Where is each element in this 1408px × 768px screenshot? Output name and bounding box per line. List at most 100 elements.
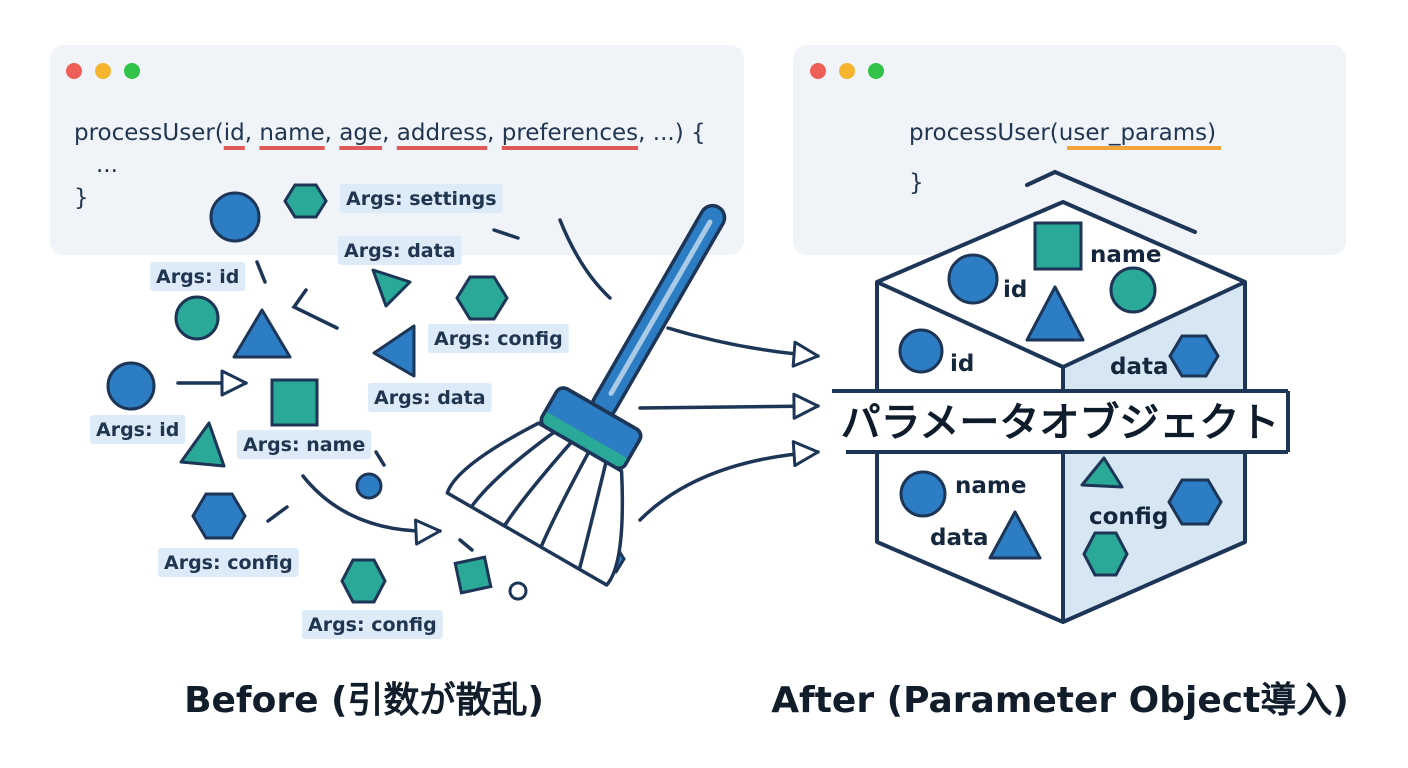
param-underline	[259, 146, 325, 150]
banner-title: パラメータオブジェクト	[841, 400, 1280, 446]
argument-tag: Args: settings	[340, 184, 503, 213]
banner-ribbon	[832, 391, 1288, 452]
before-param-id: id	[224, 120, 245, 146]
after-code-window: processUser(user_params) }	[793, 45, 1346, 255]
close-dot-icon	[810, 63, 826, 79]
before-code-window: processUser(id, name, age, address, pref…	[50, 45, 744, 255]
param-separator: ,	[382, 120, 397, 146]
blue-circle-icon	[899, 470, 947, 518]
before-code-body: ...	[96, 152, 118, 178]
motion-lines	[255, 218, 612, 552]
teal-circle-icon	[1109, 266, 1157, 314]
argument-tag: Args: id	[90, 415, 186, 444]
teal-triangle-icon	[1080, 456, 1124, 489]
argument-tag-label: Args: data	[374, 387, 486, 409]
cube-label-name: name	[955, 473, 1026, 499]
teal-square-icon	[453, 555, 493, 595]
argument-tag-label: Args: id	[156, 266, 239, 288]
after-fn-name: processUser(	[909, 120, 1059, 146]
parameter-object-cube: name id id data name data config パラメータオブ…	[832, 170, 1290, 624]
argument-tag: Args: id	[150, 262, 246, 291]
blue-circle-icon	[355, 472, 383, 500]
after-param-underline	[1067, 146, 1221, 150]
before-param-preferences: preferences	[502, 120, 638, 146]
teal-triangle-icon	[179, 421, 226, 468]
blue-hexagon-icon	[1167, 478, 1223, 526]
teal-hexagon-icon	[455, 275, 509, 321]
after-code-signature: processUser(user_params)	[909, 120, 1216, 146]
cube-label-data: data	[930, 525, 989, 551]
argument-tag: Args: data	[368, 383, 492, 412]
argument-tag: Args: config	[302, 610, 443, 639]
blue-hexagon-icon	[191, 492, 247, 540]
small-circle-icon	[508, 581, 528, 601]
cube-label-name: name	[1090, 242, 1161, 268]
argument-tag-label: Args: settings	[346, 188, 497, 210]
before-fn-name: processUser(	[74, 120, 224, 146]
param-underline	[501, 146, 639, 150]
teal-square-icon	[270, 378, 319, 427]
argument-tag: Args: config	[428, 324, 569, 353]
before-code-tail: , ...) {	[638, 120, 705, 146]
param-underlines	[223, 146, 639, 150]
arrows	[176, 326, 820, 546]
teal-circle-icon	[174, 295, 220, 341]
argument-tag-label: Args: name	[243, 434, 365, 456]
argument-tag: Args: data	[338, 236, 462, 265]
arrow-icon	[301, 474, 442, 546]
minimize-dot-icon	[95, 63, 111, 79]
param-underline	[396, 146, 488, 150]
argument-tag-label: Args: id	[96, 419, 179, 441]
teal-hexagon-icon	[1082, 531, 1129, 577]
before-code-close: }	[74, 185, 89, 211]
teal-hexagon-icon	[283, 183, 328, 219]
lid-line	[1025, 170, 1197, 234]
scattered-arguments	[106, 183, 626, 604]
cube-label-id: id	[950, 351, 974, 377]
blue-triangle-icon	[1025, 285, 1085, 342]
teal-square-icon	[1033, 221, 1083, 271]
arrow-icon	[666, 326, 820, 368]
blue-circle-icon	[209, 191, 261, 243]
before-param-address: address	[397, 120, 487, 146]
blue-circle-icon	[947, 253, 999, 305]
maximize-dot-icon	[124, 63, 140, 79]
after-param-user-params: user_params	[1059, 120, 1207, 146]
argument-tag-label: Args: config	[164, 552, 293, 574]
broom-icon	[445, 203, 727, 587]
after-caption: After (Parameter Object導入)	[771, 680, 1349, 721]
arrow-icon	[638, 392, 820, 420]
argument-tag: Args: config	[158, 548, 299, 577]
arrow-icon	[638, 440, 820, 522]
param-underline	[339, 146, 383, 150]
param-underline	[223, 146, 245, 150]
blue-circle-icon	[898, 328, 944, 374]
argument-tag-label: Args: config	[308, 614, 437, 636]
param-separator: ,	[487, 120, 502, 146]
blue-hexagon-icon	[1168, 334, 1220, 378]
cube-label-config: config	[1089, 504, 1168, 530]
before-caption: Before (引数が散乱)	[184, 680, 544, 721]
argument-tag-label: Args: config	[434, 328, 563, 350]
before-param-age: age	[339, 120, 382, 146]
minimize-dot-icon	[839, 63, 855, 79]
after-code-tail: )	[1207, 120, 1216, 146]
blue-triangle-icon	[232, 308, 292, 359]
cube-label-data: data	[1110, 354, 1169, 380]
maximize-dot-icon	[868, 63, 884, 79]
teal-hexagon-icon	[340, 558, 387, 604]
teal-triangle-icon	[371, 268, 412, 308]
cube-label-id: id	[1003, 277, 1027, 303]
blue-triangle-icon	[988, 510, 1042, 560]
before-code-signature: processUser(id, name, age, address, pref…	[74, 120, 706, 146]
param-separator: ,	[245, 120, 260, 146]
argument-tag: Args: name	[237, 430, 372, 459]
before-param-name: name	[259, 120, 324, 146]
param-separator: ,	[325, 120, 340, 146]
argument-tag-label: Args: data	[344, 240, 456, 262]
after-code-close: }	[909, 170, 924, 196]
close-dot-icon	[66, 63, 82, 79]
blue-triangle-icon	[372, 324, 416, 378]
